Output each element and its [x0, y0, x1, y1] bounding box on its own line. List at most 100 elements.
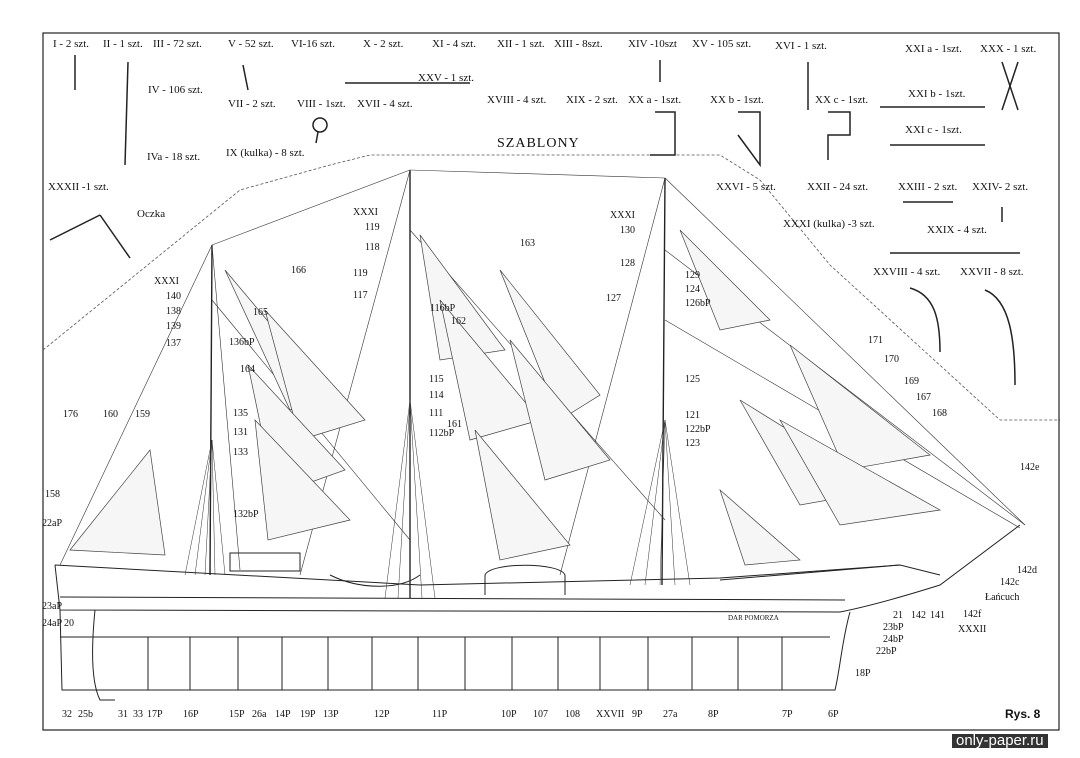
part-label: 20 [64, 618, 74, 629]
template-label: XV - 105 szt. [692, 38, 752, 50]
part-label: 116bP [430, 303, 456, 314]
part-label: 112bP [429, 428, 455, 439]
part-label: 171 [868, 335, 883, 346]
part-label: 108 [565, 709, 580, 720]
part-label: 142f [963, 609, 982, 620]
part-label: 142d [1017, 565, 1037, 576]
part-label: 135 [233, 408, 248, 419]
template-label: XXV - 1 szt. [418, 72, 475, 84]
part-label: 119 [353, 268, 368, 279]
part-label: 131 [233, 427, 248, 438]
part-label: 140 [166, 291, 181, 302]
part-label: 9P [632, 709, 643, 720]
part-label: 117 [353, 290, 368, 301]
part-label: 27a [663, 709, 678, 720]
part-label: 23aP [42, 601, 62, 612]
template-label: XX b - 1szt. [710, 94, 764, 106]
part-label: 132bP [233, 509, 259, 520]
template-label: XIII - 8szt. [554, 38, 603, 50]
template-label: Oczka [137, 208, 166, 220]
part-label: 126bP [685, 298, 711, 309]
part-label: 162 [451, 316, 466, 327]
part-label: 32 [62, 709, 72, 720]
part-label: 119 [365, 222, 380, 233]
part-label: 17P [147, 709, 163, 720]
part-label: 31 [118, 709, 128, 720]
part-label: 168 [932, 408, 947, 419]
ship-name: DAR POMORZA [728, 614, 779, 622]
template-label: IX (kulka) - 8 szt. [226, 147, 305, 159]
part-label: 13P [323, 709, 339, 720]
part-label: 165 [253, 307, 268, 318]
figure-label: Rys. 8 [1005, 707, 1041, 721]
template-label: XXIV- 2 szt. [972, 181, 1029, 193]
part-label: 164 [240, 364, 255, 375]
part-label: 169 [904, 376, 919, 387]
part-label: 8P [708, 709, 719, 720]
part-label: 33 [133, 709, 143, 720]
part-label: 25b [78, 709, 93, 720]
part-label: 23bP [883, 622, 904, 633]
part-label: 11P [432, 709, 448, 720]
part-label: 158 [45, 489, 60, 500]
template-label: XXVIII - 4 szt. [873, 266, 941, 278]
part-label: 128 [620, 258, 635, 269]
template-label: XII - 1 szt. [497, 38, 545, 50]
part-label: 16P [183, 709, 199, 720]
rigging [59, 169, 1026, 576]
template-label: XIX - 2 szt. [566, 94, 618, 106]
template-label: XXX - 1 szt. [980, 43, 1037, 55]
part-label: 10P [501, 709, 517, 720]
part-label: 22aP [42, 518, 62, 529]
part-label: 161 [447, 419, 462, 430]
part-label: 125 [685, 374, 700, 385]
template-label: XIV -10szt [628, 38, 677, 50]
part-label: 159 [135, 409, 150, 420]
template-label: VI-16 szt. [291, 38, 335, 50]
part-label: XXXII [958, 624, 987, 635]
template-label: XXXI (kulka) -3 szt. [783, 218, 875, 230]
part-label: 107 [533, 709, 548, 720]
template-label: IVa - 18 szt. [147, 151, 201, 163]
part-label: 19P [300, 709, 316, 720]
template-label: XXII - 24 szt. [807, 181, 869, 193]
template-shapes [49, 55, 1020, 386]
part-label: 138 [166, 306, 181, 317]
part-label: 141 [930, 610, 945, 621]
part-label: 133 [233, 447, 248, 458]
template-label: XXI c - 1szt. [905, 124, 962, 136]
part-label: 160 [103, 409, 118, 420]
part-label: 118 [365, 242, 380, 253]
part-label: 123 [685, 438, 700, 449]
part-label: 121 [685, 410, 700, 421]
template-label: III - 72 szt. [153, 38, 202, 50]
template-label: XXXII -1 szt. [48, 181, 109, 193]
hull [54, 524, 1021, 701]
part-label: 142e [1020, 462, 1040, 473]
shrouds [184, 399, 691, 599]
template-label: XXIII - 2 szt. [898, 181, 958, 193]
part-label: XXXI [154, 276, 179, 287]
part-label: 22bP [876, 646, 897, 657]
part-label: XXXI [353, 207, 378, 218]
template-label: XVI - 1 szt. [775, 40, 827, 52]
template-label: XXVII - 8 szt. [960, 266, 1024, 278]
template-label: XXI b - 1szt. [908, 88, 966, 100]
page-title: SZABLONY [497, 136, 580, 151]
template-label: XXVI - 5 szt. [716, 181, 776, 193]
template-label: XVIII - 4 szt. [487, 94, 547, 106]
part-label: 127 [606, 293, 621, 304]
part-label: 18P [855, 668, 871, 679]
part-label: 24bP [883, 634, 904, 645]
part-label: 142 [911, 610, 926, 621]
part-label: 137 [166, 338, 181, 349]
template-label: I - 2 szt. [53, 38, 90, 50]
part-label: 15P [229, 709, 245, 720]
template-label: XX c - 1szt. [815, 94, 869, 106]
part-label: 114 [429, 390, 444, 401]
part-label: 129 [685, 270, 700, 281]
part-label: 111 [429, 408, 444, 419]
template-label: V - 52 szt. [228, 38, 274, 50]
